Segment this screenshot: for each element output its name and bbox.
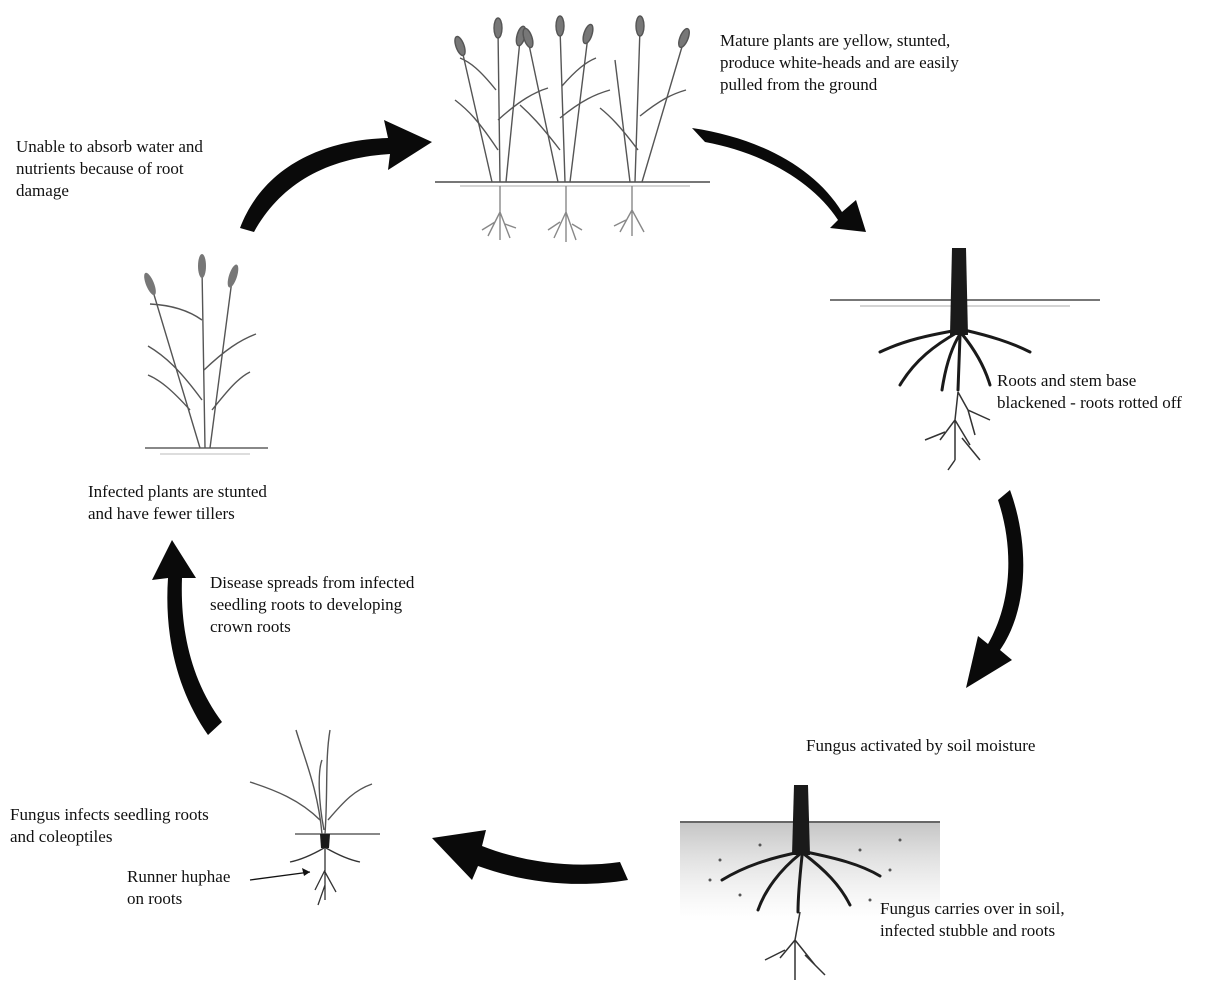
- label-unable-absorb: Unable to absorb water and nutrients bec…: [16, 136, 203, 202]
- label-fungus-carryover: Fungus carries over in soil, infected st…: [880, 898, 1065, 942]
- label-blackened-line-2: blackened - roots rotted off: [997, 392, 1182, 414]
- label-carryover-line-2: infected stubble and roots: [880, 920, 1065, 942]
- label-disease-spread: Disease spreads from infected seedling r…: [210, 572, 414, 638]
- arrow-to-seedling: [432, 830, 628, 884]
- arrow-to-mature: [240, 120, 432, 232]
- label-stunted-line-1: Infected plants are stunted: [88, 481, 267, 503]
- seedling-illustration: [250, 730, 380, 905]
- label-spread-line-1: Disease spreads from infected: [210, 572, 414, 594]
- label-runner-hyphae: Runner huphae on roots: [127, 866, 230, 910]
- label-mature-plants: Mature plants are yellow, stunted, produ…: [720, 30, 959, 96]
- label-unable-line-3: damage: [16, 180, 203, 202]
- arrow-to-activated: [966, 490, 1023, 688]
- blackened-roots-illustration: [830, 248, 1100, 470]
- stunted-plant-illustration: [142, 254, 268, 454]
- label-mature-line-3: pulled from the ground: [720, 74, 959, 96]
- label-stunted-plants: Infected plants are stunted and have few…: [88, 481, 267, 525]
- mature-plants-illustration: [435, 16, 710, 242]
- label-hyphae-line-1: Runner huphae: [127, 866, 230, 888]
- cycle-arrows: [152, 120, 1023, 884]
- arrow-to-blackened: [692, 128, 866, 232]
- label-spread-line-2: seedling roots to developing: [210, 594, 414, 616]
- label-mature-line-2: produce white-heads and are easily: [720, 52, 959, 74]
- label-blackened-line-1: Roots and stem base: [997, 370, 1182, 392]
- label-mature-line-1: Mature plants are yellow, stunted,: [720, 30, 959, 52]
- label-unable-line-1: Unable to absorb water and: [16, 136, 203, 158]
- label-blackened-roots: Roots and stem base blackened - roots ro…: [997, 370, 1182, 414]
- label-seedling-line-1: Fungus infects seedling roots: [10, 804, 209, 826]
- label-spread-line-3: crown roots: [210, 616, 414, 638]
- label-seedling-infection: Fungus infects seedling roots and coleop…: [10, 804, 209, 848]
- label-stunted-line-2: and have fewer tillers: [88, 503, 267, 525]
- label-activated-line-1: Fungus activated by soil moisture: [806, 735, 1035, 757]
- label-hyphae-line-2: on roots: [127, 888, 230, 910]
- label-seedling-line-2: and coleoptiles: [10, 826, 209, 848]
- label-carryover-line-1: Fungus carries over in soil,: [880, 898, 1065, 920]
- label-fungus-activated: Fungus activated by soil moisture: [806, 735, 1035, 757]
- label-unable-line-2: nutrients because of root: [16, 158, 203, 180]
- stubble-illustration: [680, 785, 940, 980]
